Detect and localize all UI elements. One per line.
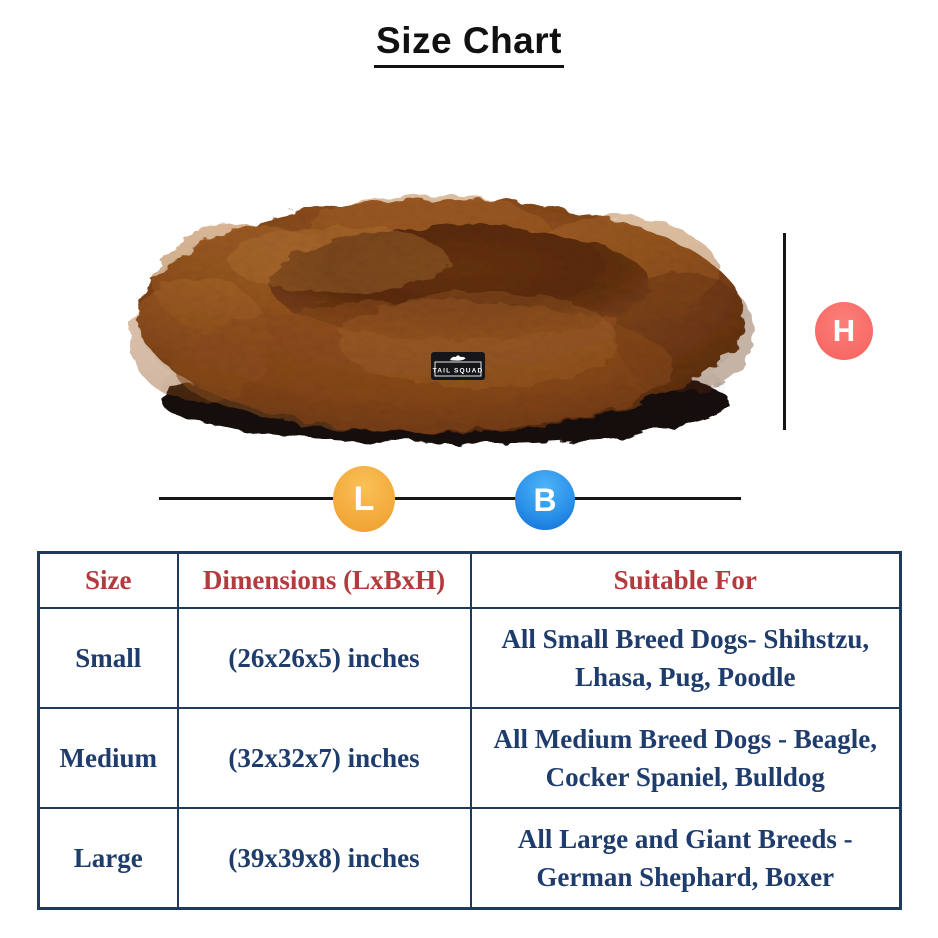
table-header-row: Size Dimensions (LxBxH) Suitable For (37, 551, 902, 609)
cell-dimensions: (32x32x7) inches (176, 707, 472, 809)
dog-bed-photo: TAIL SQUAD (130, 194, 754, 444)
size-table: Size Dimensions (LxBxH) Suitable For Sma… (37, 551, 902, 910)
size-table-container: Size Dimensions (LxBxH) Suitable For Sma… (37, 551, 902, 910)
length-badge: L (333, 466, 395, 532)
table-row-small: Small (26x26x5) inches All Small Breed D… (37, 607, 902, 709)
length-badge-label: L (353, 479, 375, 518)
brand-tag: TAIL SQUAD (431, 352, 485, 380)
header-suitable-for: Suitable For (469, 551, 902, 609)
cell-dimensions: (26x26x5) inches (176, 607, 472, 709)
header-dimensions: Dimensions (LxBxH) (176, 551, 472, 609)
title-bar: Size Chart (0, 20, 938, 68)
page-title: Size Chart (374, 20, 564, 68)
breadth-badge-label: B (533, 481, 557, 518)
height-badge-label: H (832, 313, 856, 348)
cell-suitable-for: All Small Breed Dogs- Shihstzu, Lhasa, P… (469, 607, 902, 709)
header-size: Size (37, 551, 179, 609)
cell-suitable-for: All Large and Giant Breeds - German Shep… (469, 807, 902, 910)
cell-dimensions: (39x39x8) inches (176, 807, 472, 910)
height-badge: H (815, 302, 873, 360)
cell-suitable-for: All Medium Breed Dogs - Beagle, Cocker S… (469, 707, 902, 809)
table-row-large: Large (39x39x8) inches All Large and Gia… (37, 807, 902, 910)
cell-size: Medium (37, 707, 179, 809)
dog-logo-icon (450, 355, 466, 361)
cell-size: Large (37, 807, 179, 910)
height-dimension-line (783, 233, 786, 430)
cell-size: Small (37, 607, 179, 709)
brand-tag-label: TAIL SQUAD (433, 368, 484, 375)
table-row-medium: Medium (32x32x7) inches All Medium Breed… (37, 707, 902, 809)
breadth-badge: B (515, 470, 575, 530)
length-breadth-dimension-line (159, 497, 741, 500)
